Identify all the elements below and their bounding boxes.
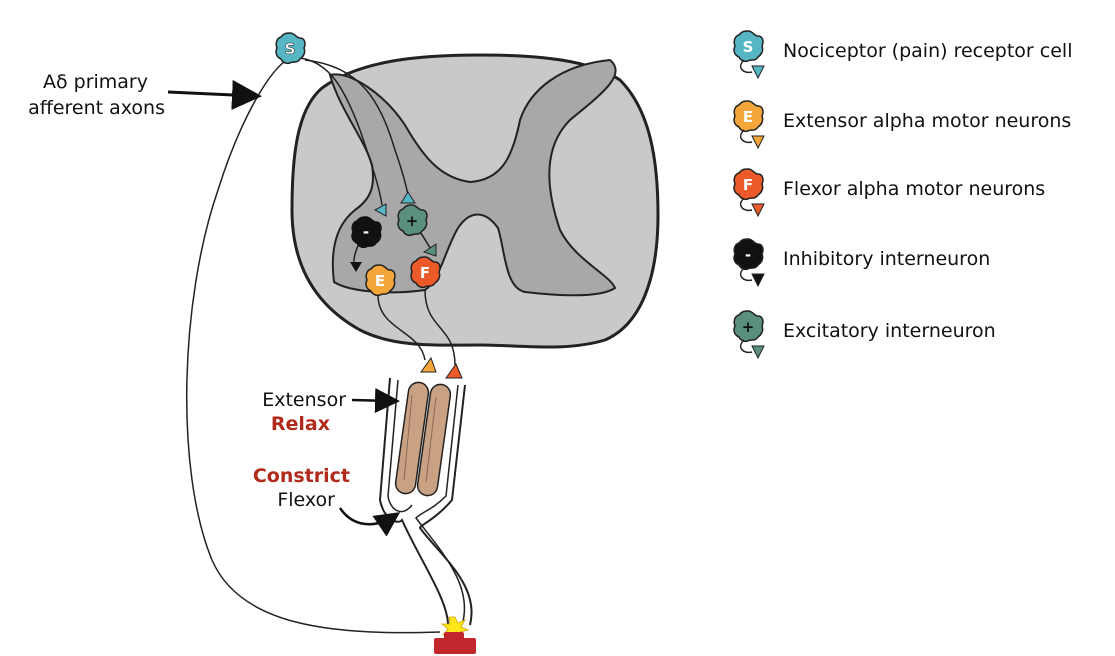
flexor-label: Flexor [277,489,335,511]
extensor-motor-terminal [421,358,436,372]
legend-item: - Inhibitory interneuron [734,239,990,286]
relax-label: Relax [271,413,330,435]
legend-item: F Flexor alpha motor neurons [734,169,1045,216]
legend-item: E Extensor alpha motor neurons [734,101,1071,148]
stimulus-object [434,638,476,654]
extensor-neuron-icon: E [734,101,764,148]
flexor-cell-label: F [420,264,430,282]
flexor-motor-neuron-cell: F [411,257,440,287]
legend-icon-letter: F [743,176,753,194]
legend-item: S Nociceptor (pain) receptor cell [734,31,1072,78]
legend-label: Excitatory interneuron [783,320,996,342]
afferent-arrow [168,92,256,96]
inhibitory-cell-label: - [363,223,369,241]
legend-label: Flexor alpha motor neurons [783,178,1045,200]
extensor-motor-neuron-cell: E [366,265,395,295]
afferent-label-line1: Aδ primary [43,71,148,93]
legend-item: + Excitatory interneuron [734,311,996,358]
legend-label: Nociceptor (pain) receptor cell [783,40,1072,62]
flexor-neuron-icon: F [734,169,764,216]
legend-icon-letter: + [742,318,755,336]
excitatory-cell-label: + [406,212,419,230]
extensor-cell-label: E [375,272,385,290]
inhibitory-interneuron-icon: - [734,239,764,286]
constrict-label: Constrict [253,465,350,487]
muscle-pair [394,381,451,497]
extensor-label: Extensor [262,389,346,411]
flexor-motor-terminal [446,364,462,378]
legend-label: Extensor alpha motor neurons [783,110,1071,132]
legend-icon-letter: E [743,108,753,126]
legend-icon-letter: - [745,246,751,264]
excitatory-interneuron-icon: + [734,311,764,358]
legend-label: Inhibitory interneuron [783,248,990,270]
afferent-label-line2: afferent axons [28,97,165,119]
extensor-arrow [352,400,395,401]
legend-icon-letter: S [743,38,754,56]
nociceptor-cell-label: S [285,40,296,58]
nociceptor-cell: S [276,33,305,63]
inhibitory-interneuron-cell: - [352,217,381,247]
nociceptor-icon: S [734,31,764,78]
excitatory-interneuron-cell: + [398,205,427,235]
